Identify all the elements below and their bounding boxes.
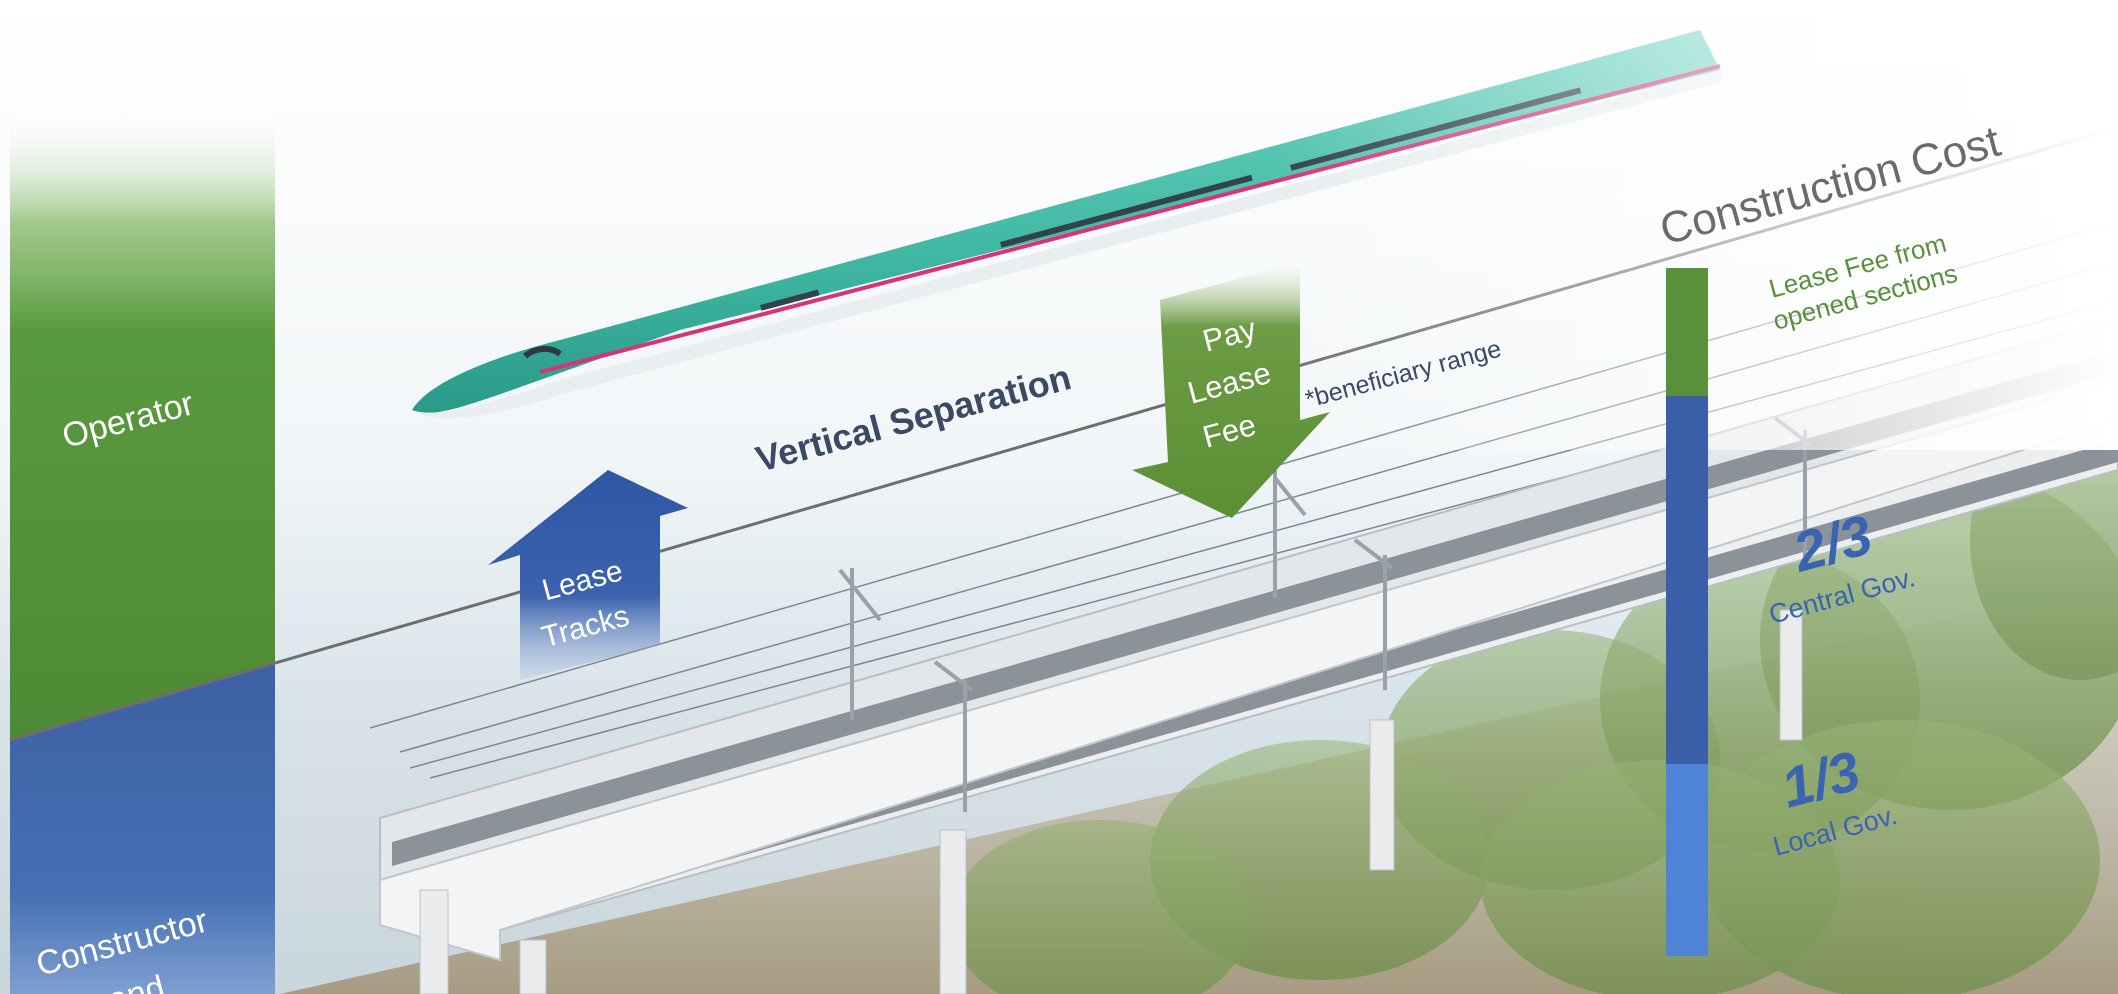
constructor-band <box>10 662 275 994</box>
catenary-pole-icon <box>838 416 1814 812</box>
lease-tracks-arrow: Lease Tracks <box>488 470 688 680</box>
cost-bar-lease-fee <box>1666 268 1708 396</box>
cost-bar-central-gov <box>1666 396 1708 764</box>
pay-lease-fee-arrow: Pay Lease Fee <box>1132 262 1330 518</box>
cost-bar <box>1666 268 1708 956</box>
cost-bar-local-gov <box>1666 764 1708 956</box>
train-icon <box>0 0 2118 450</box>
